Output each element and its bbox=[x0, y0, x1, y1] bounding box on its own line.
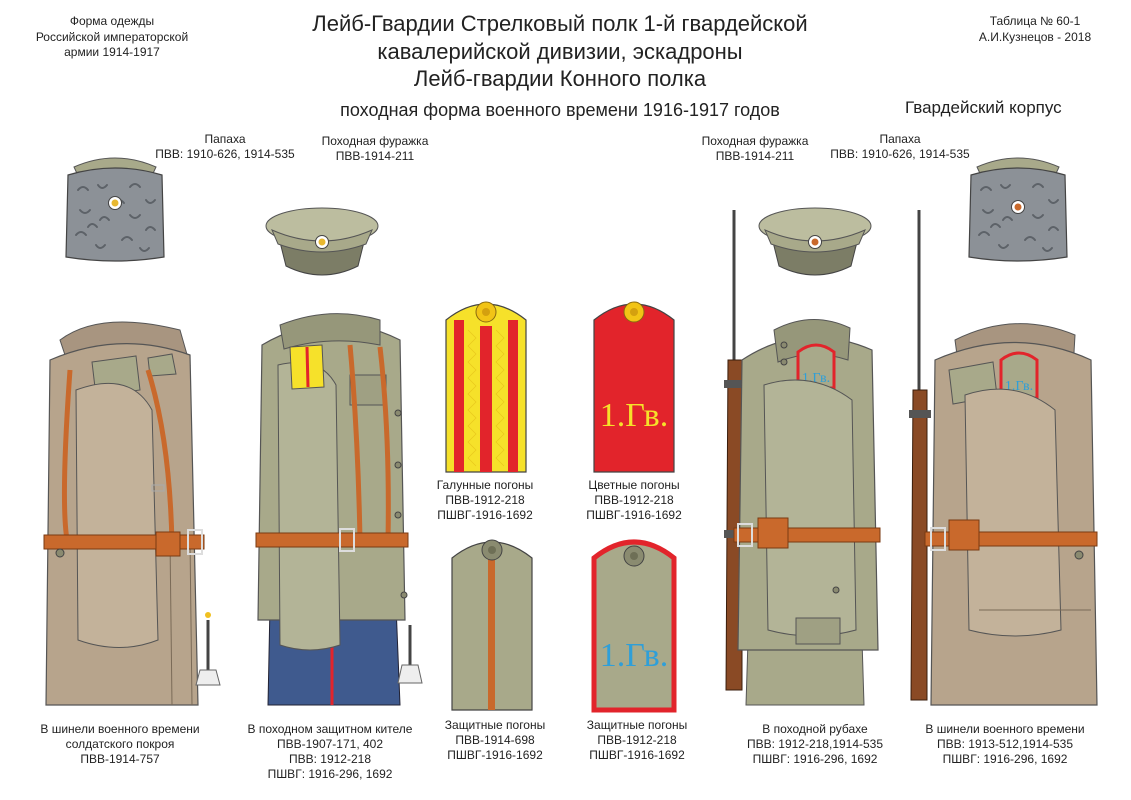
figure-greatcoat-right: 1.Гв. bbox=[909, 210, 1098, 706]
shoulder-board-galun bbox=[445, 301, 527, 473]
papakha-left-label: Папаха ПВВ: 1910-626, 1914-535 bbox=[155, 132, 295, 161]
cap-right-label: Походная фуражка ПВВ-1914-211 bbox=[701, 134, 809, 163]
caption-tunic: В походном защитном кителе ПВВ-1907-171,… bbox=[247, 722, 413, 781]
header-left-line: армии 1914-1917 bbox=[64, 45, 160, 60]
title-line: Лейб-гвардии Конного полка bbox=[413, 66, 707, 91]
cap-left bbox=[265, 207, 379, 276]
author: А.И.Кузнецов - 2018 bbox=[978, 29, 1092, 44]
table-number: Таблица № 60-1 bbox=[989, 14, 1081, 28]
page-title: Лейб-Гвардии Стрелковый полк 1-й гвардей… bbox=[240, 10, 880, 93]
caption-protective-marked: Защитные погоны ПВВ-1912-218 ПШВГ-1916-1… bbox=[586, 718, 688, 762]
papakha-right-label: Папаха ПВВ: 1910-626, 1914-535 bbox=[830, 132, 970, 161]
shoulder-board-cipher: 1.Гв. bbox=[600, 397, 668, 434]
papakha-left bbox=[65, 157, 165, 262]
corps-label: Гвардейский корпус bbox=[905, 98, 1062, 117]
shoulder-board-cipher-blue: 1.Гв. bbox=[600, 637, 668, 674]
cap-left-label: Походная фуражка ПВВ-1914-211 bbox=[321, 134, 429, 163]
shoulder-board-colored: 1.Гв. bbox=[593, 301, 675, 473]
header-right: Таблица № 60-1 А.И.Кузнецов - 2018 bbox=[960, 14, 1110, 45]
figure-greatcoat-left bbox=[43, 321, 221, 706]
shoulder-board-protective-plain bbox=[451, 539, 533, 711]
header-left-line: Российской императорской bbox=[35, 29, 189, 44]
caption-greatcoat-left: В шинели военного времени солдатского по… bbox=[40, 722, 200, 766]
page-subtitle: походная форма военного времени 1916-191… bbox=[340, 100, 780, 120]
caption-colored: Цветные погоны ПВВ-1912-218 ПШВГ-1916-16… bbox=[586, 478, 682, 522]
caption-protective-plain: Защитные погоны ПВВ-1914-698 ПШВГ-1916-1… bbox=[444, 718, 546, 762]
caption-galun: Галунные погоны ПВВ-1912-218 ПШВГ-1916-1… bbox=[436, 478, 534, 522]
title-line: кавалерийской дивизии, эскадроны bbox=[377, 38, 743, 64]
papakha-right bbox=[968, 157, 1068, 262]
cap-right bbox=[758, 207, 872, 276]
header-left: Форма одежды Российской императорской ар… bbox=[22, 14, 202, 61]
figure-shirt: 1.Гв. bbox=[724, 210, 881, 706]
shoulder-board-protective-marked: 1.Гв. bbox=[591, 539, 677, 713]
caption-shirt: В походной рубахе ПВВ: 1912-218,1914-535… bbox=[746, 722, 884, 766]
header-left-line: Форма одежды bbox=[69, 14, 155, 28]
title-line: Лейб-Гвардии Стрелковый полк 1-й гвардей… bbox=[312, 11, 808, 36]
figure-tunic bbox=[255, 313, 423, 706]
caption-greatcoat-right: В шинели военного времени ПВВ: 1913-512,… bbox=[925, 722, 1085, 766]
